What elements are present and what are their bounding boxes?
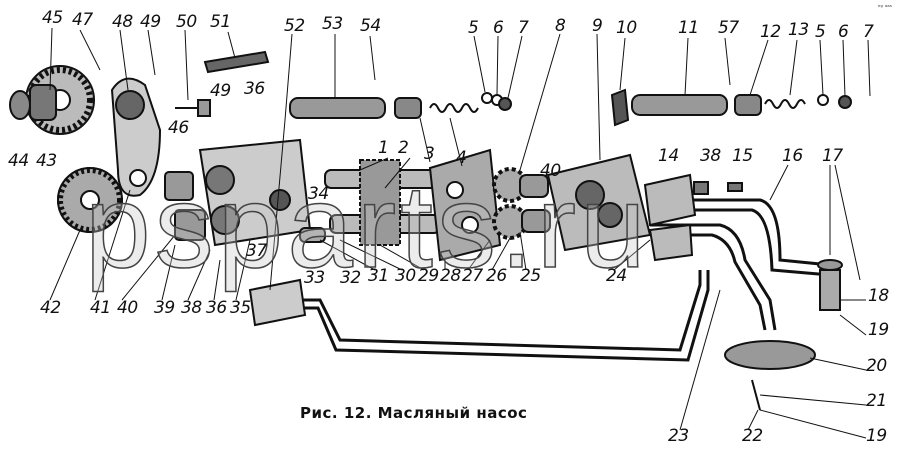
callout-label: 21: [866, 391, 887, 411]
callout-label: 7: [518, 18, 529, 38]
callout-label: 28: [440, 266, 461, 286]
callout-label: 13: [788, 20, 809, 40]
hub-44-45: [9, 84, 57, 121]
callout-label: 15: [732, 146, 753, 166]
callout-label: 35: [230, 298, 251, 318]
plate-28: [428, 148, 502, 262]
callout-label: 22: [742, 426, 763, 446]
oil-pipe-16: [650, 198, 831, 331]
callout-label: 29: [418, 266, 439, 286]
oil-pipe-32: [248, 270, 710, 362]
callout-label: 17: [822, 146, 843, 166]
valve-cylinder-53: [289, 92, 512, 119]
callout-label: 18: [868, 286, 889, 306]
callout-label: 40: [117, 298, 138, 318]
callout-label: 24: [606, 266, 627, 286]
callout-label: 40: [540, 161, 561, 181]
callout-label: 49: [140, 12, 161, 32]
callout-label: 47: [72, 10, 93, 30]
callout-label: 53: [322, 14, 343, 34]
callout-label: 49: [210, 81, 231, 101]
leader-lines: [49, 27, 871, 439]
callout-label: 34: [308, 184, 329, 204]
pump-body: [164, 138, 312, 247]
callout-label: 38: [181, 298, 202, 318]
callout-label: 50: [176, 12, 197, 32]
callout-label: 27: [462, 266, 483, 286]
callout-label: 51: [210, 12, 231, 32]
valve-cylinder-11: [610, 88, 852, 127]
callout-label: 8: [555, 16, 566, 36]
callout-label: 23: [668, 426, 689, 446]
bolt-50: [175, 99, 211, 117]
strainer-20: [724, 340, 816, 370]
watermark: psparts.ru: [84, 161, 650, 293]
callout-label: 32: [340, 268, 361, 288]
callout-label: 26: [486, 266, 507, 286]
callout-label: 5: [468, 18, 479, 38]
callout-label: 16: [782, 146, 803, 166]
gasket-51: [203, 50, 270, 74]
callout-label: 46: [168, 118, 189, 138]
callout-label: 30: [395, 266, 416, 286]
callout-label: 42: [40, 298, 61, 318]
callout-label: 4: [456, 148, 467, 168]
shaft-gear-29-30: [299, 159, 446, 246]
callout-label: 20: [866, 356, 887, 376]
callout-label: 37: [246, 241, 267, 261]
callout-label: 33: [304, 268, 325, 288]
callout-label: 9: [592, 16, 603, 36]
callout-label: 6: [493, 18, 504, 38]
callout-label: 52: [284, 16, 305, 36]
callout-label: 43: [36, 151, 57, 171]
callout-label: 19: [868, 320, 889, 340]
callout-label: 10: [616, 18, 637, 38]
callout-label: 14: [658, 146, 679, 166]
callout-label: 39: [154, 298, 175, 318]
corner-mark: ᵉᵍ ᵃᵃᵃ: [878, 4, 892, 11]
callout-label: 57: [718, 18, 739, 38]
callout-label: 3: [424, 144, 435, 164]
callout-label: 36: [206, 298, 227, 318]
bracket-48: [110, 77, 162, 197]
callout-label: 2: [398, 138, 409, 158]
callout-label: 5: [815, 22, 826, 42]
figure-caption: Рис. 12. Масляный насос: [300, 404, 528, 422]
callout-label: 12: [760, 22, 781, 42]
callout-label: 31: [368, 266, 389, 286]
callout-label: 1: [378, 138, 389, 158]
callout-label: 48: [112, 12, 133, 32]
callout-label: 7: [863, 22, 874, 42]
callout-label: 38: [700, 146, 721, 166]
callout-label: 19: [866, 426, 887, 446]
gear-42: [57, 167, 123, 233]
callout-label: 45: [42, 8, 63, 28]
callout-label: 36: [244, 79, 265, 99]
flange-24: [648, 223, 694, 262]
callout-label: 54: [360, 16, 381, 36]
callout-label: 44: [8, 151, 29, 171]
callout-label: 25: [520, 266, 541, 286]
callout-label: 41: [90, 298, 111, 318]
callout-label: 11: [678, 18, 699, 38]
callout-label: 6: [838, 22, 849, 42]
flange-14: [643, 173, 697, 227]
